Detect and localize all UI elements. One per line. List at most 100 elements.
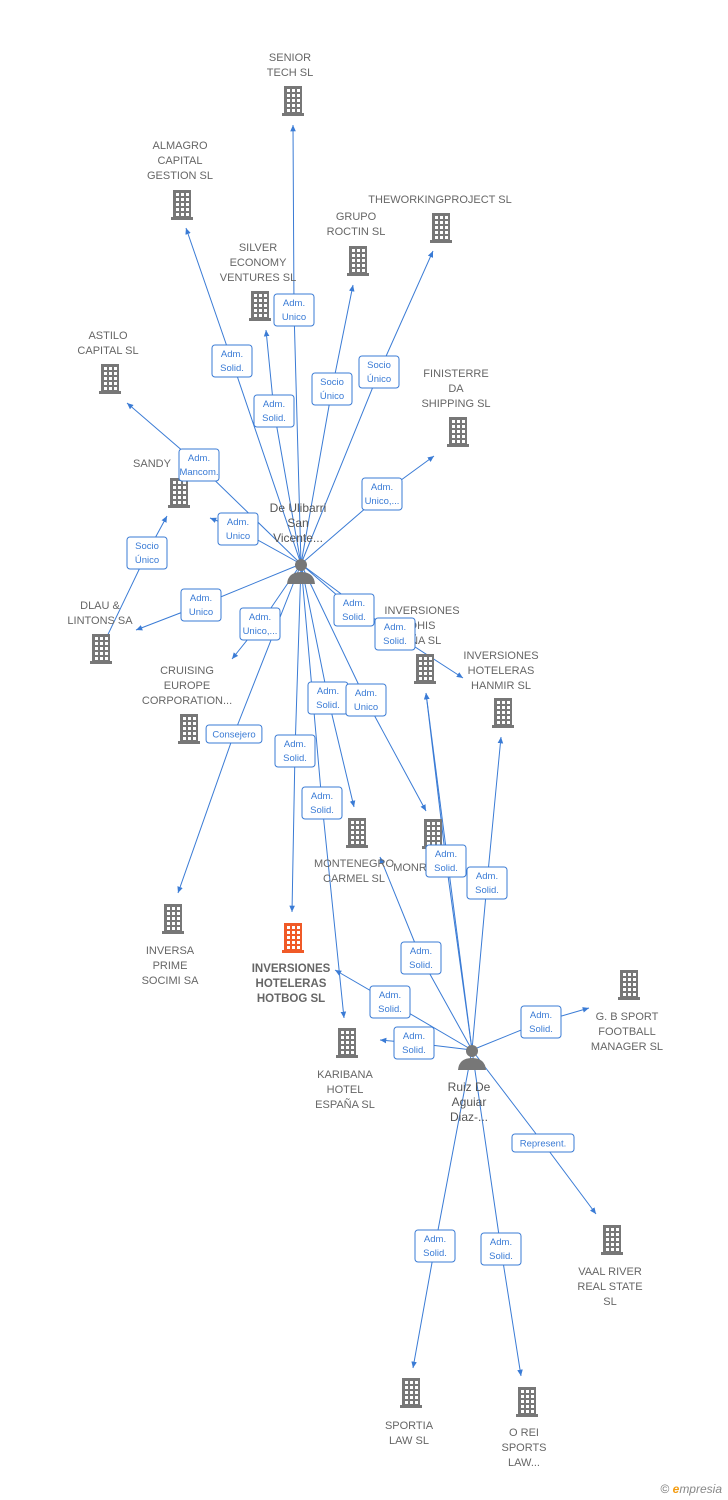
building-icon [171,190,193,220]
company-label: DA [448,383,464,395]
edge-label[interactable]: Adm.Solid. [211,344,253,378]
edge-label-text: Adm. [530,1010,552,1021]
edge-label-text: Consejero [212,730,255,741]
edge-label[interactable]: Adm. Unico [345,683,387,717]
edge-label-text: Unico [226,531,250,542]
edge-label[interactable]: Adm.Solid. [393,1026,435,1060]
edge-label[interactable]: Adm.Solid. [301,786,343,820]
edge-label-text: Único [367,374,391,385]
edge-label[interactable]: Adm.Solid. [414,1229,456,1263]
company-node[interactable]: CRUISINGEUROPECORPORATION... [142,665,232,744]
person-label: Vicente... [273,531,323,545]
edge-label-text: Adm. [490,1237,512,1248]
company-node[interactable]: MONR [393,819,444,874]
edge-label[interactable]: Adm.Solid. [480,1232,522,1266]
building-icon [346,818,368,848]
edge-label-box [333,593,375,627]
company-node[interactable]: O REISPORTSLAW... [501,1387,547,1469]
company-label: VENTURES SL [220,272,296,284]
company-label: SOCIMI SA [142,975,200,987]
edge-label-box [480,1232,522,1266]
edge-line [100,515,168,650]
company-label: ALMAGRO [152,140,207,152]
edge-label[interactable]: Adm.Solid. [425,844,467,878]
edge-label-text: Único [320,391,344,402]
brand-initial: e [672,1482,680,1496]
person-node[interactable]: De UlibarriSanVicente... [270,501,327,584]
edge-label[interactable]: Adm.Mancom. [178,448,220,482]
edge-label[interactable]: Adm. Solid. [520,1005,562,1039]
edge-p1-c4 [300,284,355,565]
edge-label-text: Solid. [529,1024,553,1035]
edge-label-text: Adm. [355,688,377,699]
company-node[interactable]: DLAU &LINTONS SA [67,600,133,664]
edge-label-text: Adm. [283,298,305,309]
edge-line [290,124,302,565]
edge-label[interactable]: Adm.Unico [273,293,315,327]
edges-layer [100,124,597,1377]
edge-label[interactable]: Adm.Solid. [374,617,416,651]
company-label: FOOTBALL [598,1026,655,1038]
edge-label-box [301,786,343,820]
company-label: O REI [509,1427,539,1439]
company-node[interactable]: SANDY [133,458,190,508]
edge-label-text: Adm. [379,990,401,1001]
edge-label[interactable]: Represent. [511,1133,575,1153]
brand-logo: © empresia [660,1482,722,1496]
edge-label-box [311,372,353,406]
edge-label[interactable]: Adm.Unico,... [361,477,403,511]
edge-label-text: Solid. [423,1248,447,1259]
company-label: LAW... [508,1457,540,1469]
edge-label-text: Solid. [262,413,286,424]
edge-label[interactable]: Adm.Solid. [307,681,349,715]
edge-label[interactable]: Adm.Solid. [253,394,295,428]
edge-line [471,1049,597,1215]
person-node[interactable]: Ruiz DeAguiarDiaz-... [448,1045,491,1124]
edge-label[interactable]: Adm.Solid. [400,941,442,975]
edge-label[interactable]: Adm.Solid. [333,593,375,627]
company-label: HOTELERAS [468,665,535,677]
company-label: MONTENEGRO [314,858,395,870]
edge-label[interactable]: Adm.Unico,... [239,607,281,641]
building-icon [90,634,112,664]
edge-label-box [274,734,316,768]
edge-label[interactable]: Adm.Solid. [274,734,316,768]
edge-label-box [126,536,168,570]
edge-label-box [361,477,403,511]
edge-label-text: Represent. [520,1139,566,1150]
edge-label-text: Unico [354,702,378,713]
edge-label[interactable]: Adm.Unico [180,588,222,622]
building-icon [400,1378,422,1408]
edge-label[interactable]: Consejero [205,724,263,744]
edge-c9-c8 [100,515,168,650]
edge-label-box [511,1133,575,1153]
edge-label-box [211,344,253,378]
copyright-icon: © [660,1482,670,1496]
edge-label-box [180,588,222,622]
edge-label[interactable]: Adm.Solid. [466,866,508,900]
edge-label[interactable]: Adm.Unico [217,512,259,546]
company-node[interactable]: THEWORKINGPROJECT SL [368,194,512,243]
company-label: CORPORATION... [142,695,232,707]
building-icon [168,478,190,508]
edge-label[interactable]: Adm.Solid. [369,985,411,1019]
edge-label-text: Adm. [435,849,457,860]
